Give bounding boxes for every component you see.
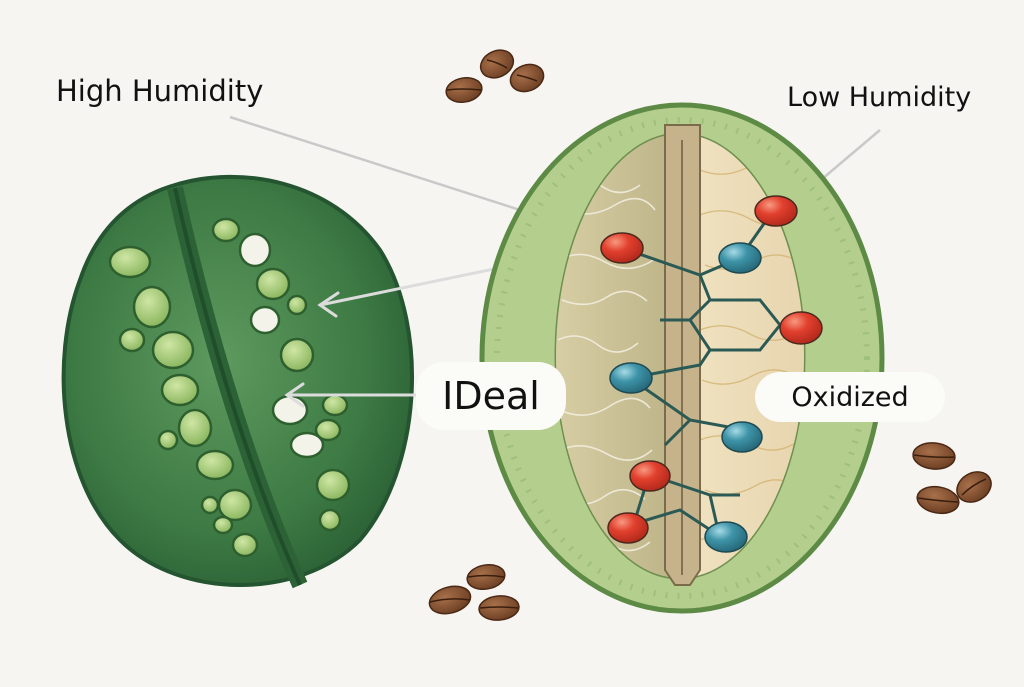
roasted-coffee-beans [428,49,992,621]
coffee-bean-group-bottom [428,563,520,621]
coffee-bean-group-right [912,442,992,515]
leader-line-low-humidity [814,129,881,186]
low-humidity-label: Low Humidity [787,82,972,113]
green-coffee-bean [61,174,612,589]
leader-lines [229,115,881,220]
bean-cross-section [479,102,885,614]
oxygen-atoms [600,195,823,544]
blue-atom [704,521,748,553]
coffee-bean-group-top [445,49,545,103]
high-humidity-label: High Humidity [56,74,264,108]
red-atom [754,195,798,227]
bean-body [61,174,414,587]
red-atom [600,232,644,264]
damaged-cells [238,232,325,459]
red-atom [779,311,823,345]
red-atom [629,460,671,492]
red-atom [607,512,649,544]
blue-atom [718,242,762,274]
leader-line-high-humidity [229,115,546,220]
ideal-label: IDeal [416,362,566,430]
oxidized-label: Oxidized [755,372,945,422]
bean-cells [108,217,351,558]
blue-atom [721,421,763,453]
blue-atoms [609,242,763,553]
blue-atom [609,362,653,394]
